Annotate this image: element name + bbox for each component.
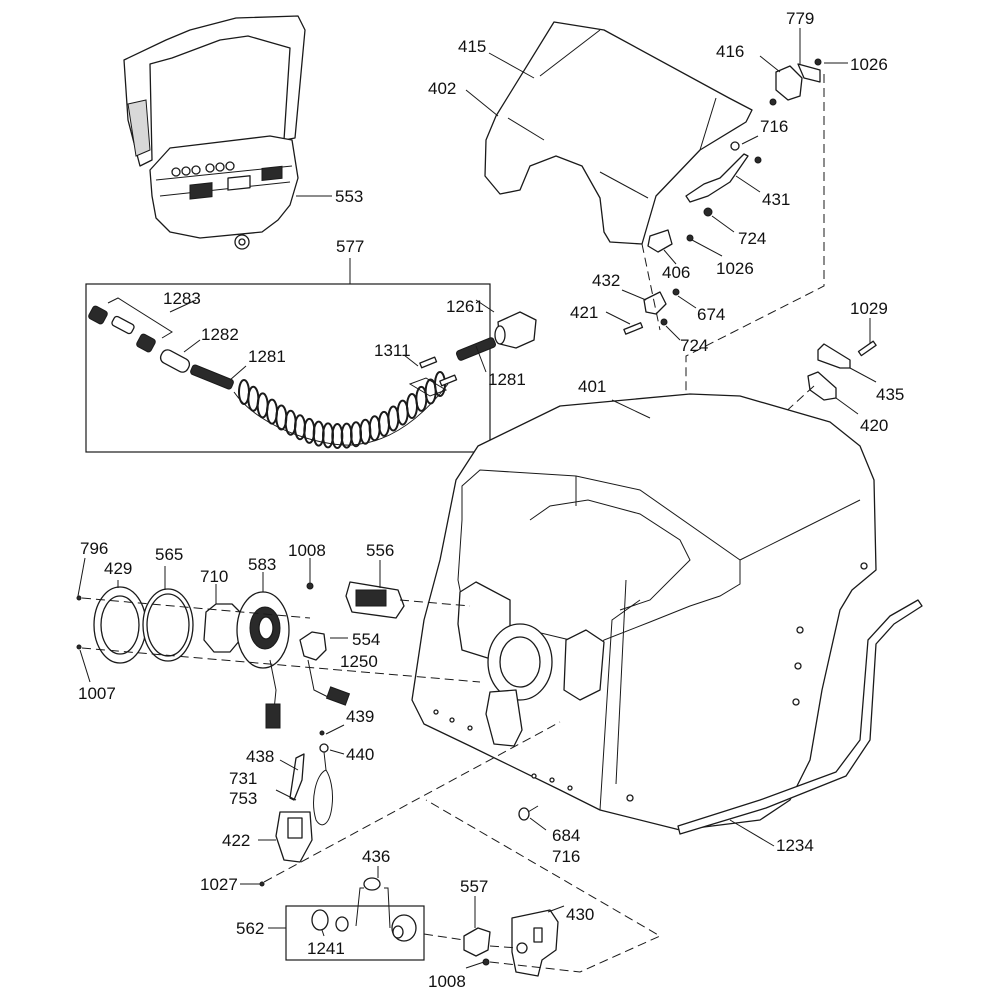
callout-438: 438 xyxy=(246,747,274,766)
callout-1250: 1250 xyxy=(340,652,378,671)
callout-1282: 1282 xyxy=(201,325,239,344)
callout-674: 674 xyxy=(697,305,725,324)
callout-431: 431 xyxy=(762,190,790,209)
callout-1234: 1234 xyxy=(776,836,814,855)
callout-1281-right: 1281 xyxy=(488,370,526,389)
callout-684: 684 xyxy=(552,826,580,845)
part-431-bracket xyxy=(685,135,762,233)
callout-1007: 1007 xyxy=(78,684,116,703)
part-432-bracket xyxy=(605,243,697,341)
part-553-control-box xyxy=(123,15,332,250)
callout-554: 554 xyxy=(352,630,380,649)
callout-753: 753 xyxy=(229,789,257,808)
callout-1283: 1283 xyxy=(163,289,201,308)
callout-565: 565 xyxy=(155,545,183,564)
coiled-cable xyxy=(238,371,446,450)
callout-1281-left: 1281 xyxy=(248,347,286,366)
callout-416: 416 xyxy=(716,42,744,61)
callout-1027: 1027 xyxy=(200,875,238,894)
callout-1026-mid: 1026 xyxy=(716,259,754,278)
callout-421: 421 xyxy=(570,303,598,322)
callout-430: 430 xyxy=(566,905,594,924)
callout-731: 731 xyxy=(229,769,257,788)
callout-422: 422 xyxy=(222,831,250,850)
callout-labels: 553 577 1283 1282 1281 1311 1261 1281 41… xyxy=(78,9,904,991)
part-562-switch-kit xyxy=(268,866,425,961)
part-429-565-rings xyxy=(76,557,481,729)
callout-1241: 1241 xyxy=(307,939,345,958)
callout-435: 435 xyxy=(876,385,904,404)
part-406-bracket xyxy=(647,229,723,265)
callout-553: 553 xyxy=(335,187,363,206)
callout-415: 415 xyxy=(458,37,486,56)
part-422-lever-assembly xyxy=(240,721,561,887)
callout-583: 583 xyxy=(248,555,276,574)
callout-796: 796 xyxy=(80,539,108,558)
part-1234-seal-strip xyxy=(677,599,923,847)
callout-556: 556 xyxy=(366,541,394,560)
callout-716-top: 716 xyxy=(760,117,788,136)
callout-562: 562 xyxy=(236,919,264,938)
part-684-knob xyxy=(518,805,547,831)
callout-1029: 1029 xyxy=(850,299,888,318)
callout-1026-top: 1026 xyxy=(850,55,888,74)
callout-429: 429 xyxy=(104,559,132,578)
callout-420: 420 xyxy=(860,416,888,435)
callout-779: 779 xyxy=(786,9,814,28)
callout-557: 557 xyxy=(460,877,488,896)
callout-406: 406 xyxy=(662,263,690,282)
part-402-top-cover xyxy=(465,21,753,245)
part-577-cable-kit xyxy=(85,258,537,453)
callout-432: 432 xyxy=(592,271,620,290)
callout-401: 401 xyxy=(578,377,606,396)
callout-577: 577 xyxy=(336,237,364,256)
callout-1008-top: 1008 xyxy=(288,541,326,560)
part-430-switch-plate xyxy=(423,799,662,977)
callout-716-bottom: 716 xyxy=(552,847,580,866)
callout-724-mid: 724 xyxy=(680,336,708,355)
callout-1261: 1261 xyxy=(446,297,484,316)
callout-440: 440 xyxy=(346,745,374,764)
cable-coil-loop xyxy=(284,409,297,436)
callout-402: 402 xyxy=(428,79,456,98)
callout-436: 436 xyxy=(362,847,390,866)
callout-1008-bottom: 1008 xyxy=(428,972,466,991)
part-401-housing xyxy=(411,393,877,831)
callout-710: 710 xyxy=(200,567,228,586)
callout-724-top: 724 xyxy=(738,229,766,248)
callout-1311: 1311 xyxy=(374,341,411,360)
cable-coil-loop xyxy=(368,415,381,442)
callout-439: 439 xyxy=(346,707,374,726)
